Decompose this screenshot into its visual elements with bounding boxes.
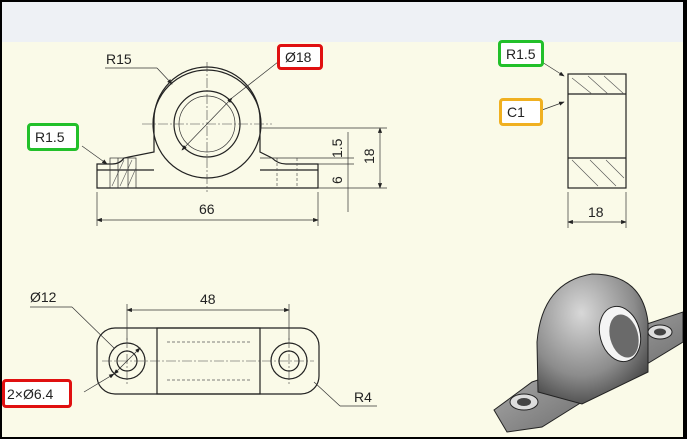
hatch-line (127, 167, 137, 187)
callout-side-fillet: R1.5 (498, 40, 544, 67)
top-view: Ø12 48 R4 (30, 289, 377, 407)
dim-r4: R4 (354, 389, 372, 405)
hatch-line (571, 159, 599, 187)
dim-1.5: 1.5 (329, 138, 345, 158)
side-r1.5-leader (541, 61, 565, 77)
front-body-outline (96, 66, 319, 189)
dim-48: 48 (200, 291, 216, 307)
callout-front-fillet: R1.5 (27, 123, 79, 151)
bore-leader (231, 61, 279, 99)
hatch-line (603, 75, 625, 95)
toolbar-strip (2, 2, 683, 42)
hatch-line (587, 75, 609, 95)
c1-leader (541, 101, 565, 111)
dim-66: 66 (199, 201, 215, 217)
r4-leader (313, 381, 341, 407)
hatch-line (571, 77, 593, 95)
dim-r15: R15 (106, 51, 132, 67)
iso-hole-right-inner (654, 328, 666, 336)
dim-18: 18 (361, 148, 377, 164)
r1.5-leader (81, 145, 108, 165)
technical-drawing: R15 66 1.5 6 18 (30, 51, 683, 433)
dim-cbore: Ø12 (30, 289, 57, 305)
side-outline (567, 73, 627, 189)
dim-side-18: 18 (588, 204, 604, 220)
front-view: R15 66 1.5 6 18 (81, 51, 387, 226)
callout-bore-diameter: Ø18 (277, 44, 323, 70)
hatch-line (605, 159, 625, 179)
dim-6: 6 (329, 176, 345, 184)
cbore-leader (71, 306, 115, 349)
holes-leader (83, 373, 115, 393)
side-view: 18 (541, 61, 627, 228)
iso-bore-inner (609, 314, 639, 358)
hatch-line (119, 159, 133, 187)
isometric-view (493, 273, 683, 433)
r15-leader (156, 67, 173, 85)
callout-mount-holes: 2×Ø6.4 (2, 379, 72, 408)
hatch-line (589, 159, 617, 187)
iso-hole-left-inner (517, 398, 531, 406)
bore-dim-line (181, 97, 233, 151)
cbore-dim (113, 347, 141, 375)
left-hole-section (109, 157, 137, 189)
callout-chamfer: C1 (499, 98, 543, 126)
drawing-sheet: R15 66 1.5 6 18 (2, 40, 683, 437)
